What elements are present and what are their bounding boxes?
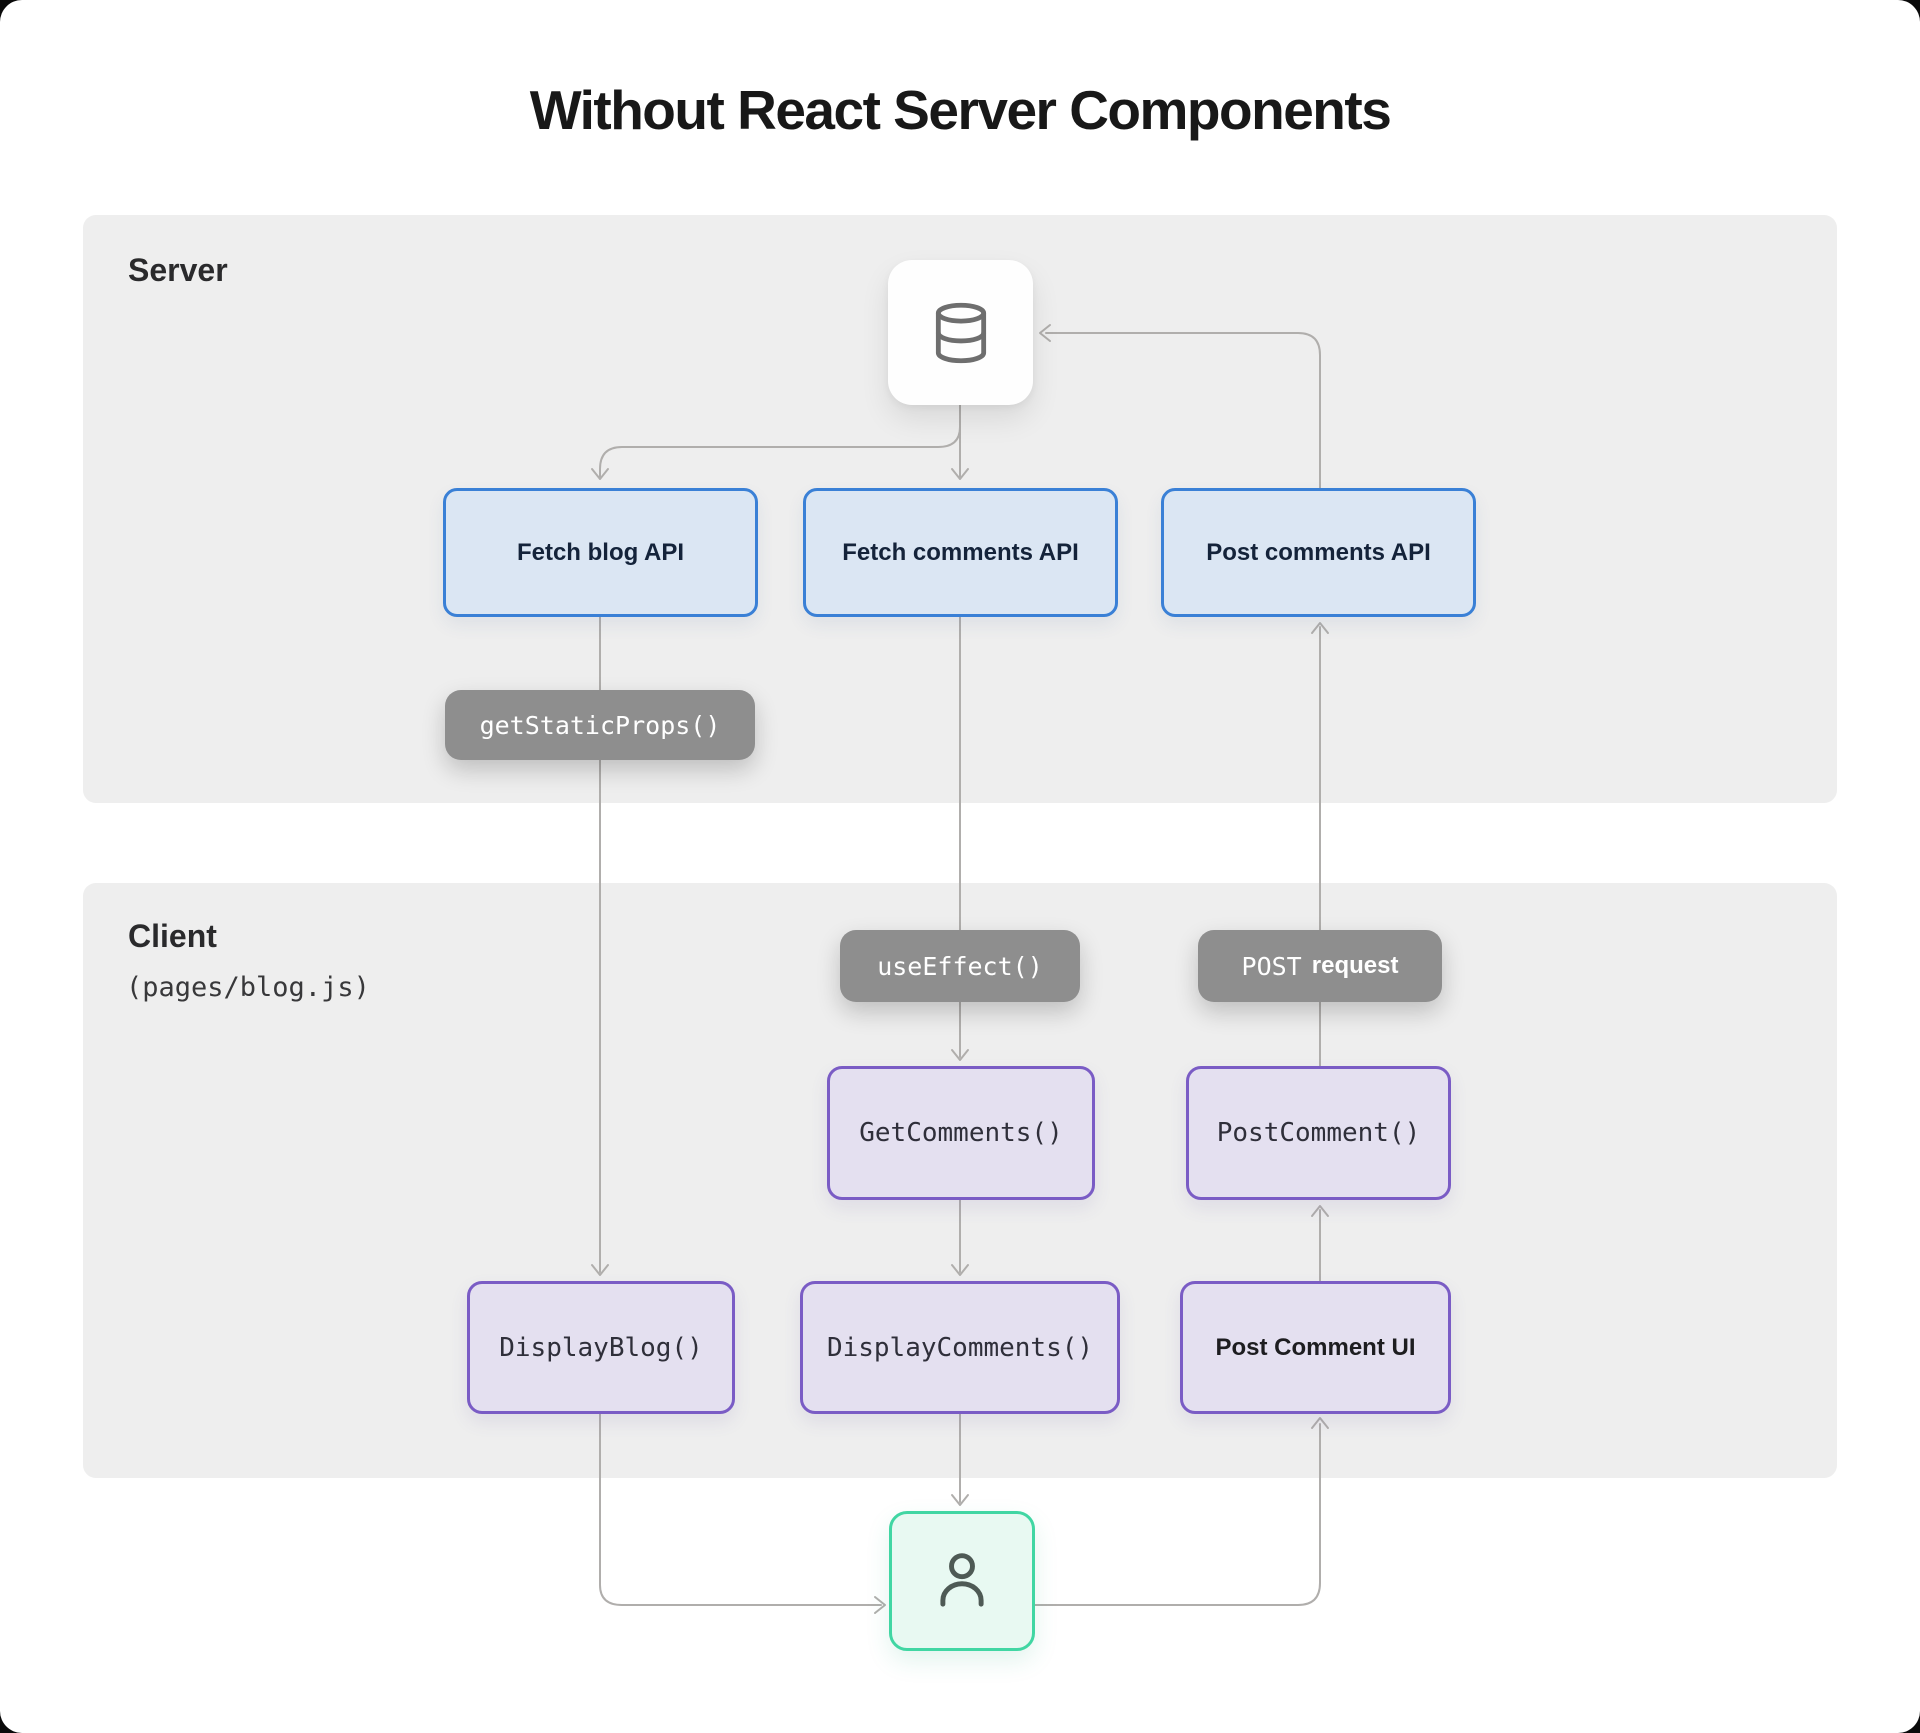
arrowhead-down-user — [951, 1494, 969, 1506]
wire-db-to-fetch-blog — [599, 426, 961, 479]
wire-postcommentsapi-to-db — [1045, 332, 1321, 489]
arrowhead-down-fetch-blog — [591, 468, 609, 480]
arrowhead-right-user — [874, 1596, 886, 1614]
database-icon — [935, 302, 986, 363]
arrowhead-left-database — [1039, 324, 1051, 342]
server-section-label: Server — [128, 252, 228, 288]
client-section-label: Client — [128, 918, 217, 954]
post-request-pill: POST request — [1198, 930, 1442, 1002]
fetch-comments-api-box: Fetch comments API — [803, 488, 1118, 617]
display-comments-label: DisplayComments() — [826, 1332, 1094, 1363]
user-node — [889, 1511, 1035, 1651]
user-icon — [940, 1553, 984, 1607]
arrowhead-down-fetch-comments — [951, 468, 969, 480]
diagram-title: Without React Server Components — [529, 79, 1392, 141]
arrowhead-down-getcomments — [951, 1049, 969, 1061]
post-request-bold: request — [1311, 952, 1399, 979]
fetch-comments-api-label: Fetch comments API — [842, 538, 1079, 566]
wire-user-to-postcommentui — [1034, 1423, 1321, 1606]
arrowhead-up-postcommentsapi — [1311, 622, 1329, 634]
arrowhead-up-postcommentui — [1311, 1417, 1329, 1429]
fetch-blog-api-label: Fetch blog API — [516, 538, 685, 566]
display-comments-box: DisplayComments() — [800, 1281, 1120, 1414]
arrowhead-up-postcomment — [1311, 1205, 1329, 1217]
arrowhead-down-displaycomments — [951, 1264, 969, 1276]
arrowhead-down-displayblog — [591, 1264, 609, 1276]
fetch-blog-api-box: Fetch blog API — [443, 488, 758, 617]
get-static-props-label: getStaticProps() — [479, 710, 721, 740]
get-static-props-pill: getStaticProps() — [445, 690, 755, 760]
get-comments-box: GetComments() — [827, 1066, 1095, 1200]
post-request-mono: POST — [1241, 951, 1302, 981]
post-comments-api-label: Post comments API — [1206, 538, 1431, 566]
display-blog-label: DisplayBlog() — [499, 1332, 703, 1363]
use-effect-label: useEffect() — [877, 951, 1043, 981]
post-comment-box: PostComment() — [1186, 1066, 1451, 1200]
post-comments-api-box: Post comments API — [1161, 488, 1476, 617]
display-blog-box: DisplayBlog() — [467, 1281, 735, 1414]
client-section-sublabel: (pages/blog.js) — [126, 972, 370, 1003]
database-node — [888, 260, 1033, 405]
get-comments-label: GetComments() — [859, 1118, 1063, 1148]
wire-displayblog-to-user — [599, 1413, 882, 1606]
use-effect-pill: useEffect() — [840, 930, 1080, 1002]
post-comment-ui-label: Post Comment UI — [1215, 1333, 1416, 1361]
post-comment-ui-box: Post Comment UI — [1180, 1281, 1451, 1414]
post-comment-label: PostComment() — [1216, 1118, 1421, 1148]
